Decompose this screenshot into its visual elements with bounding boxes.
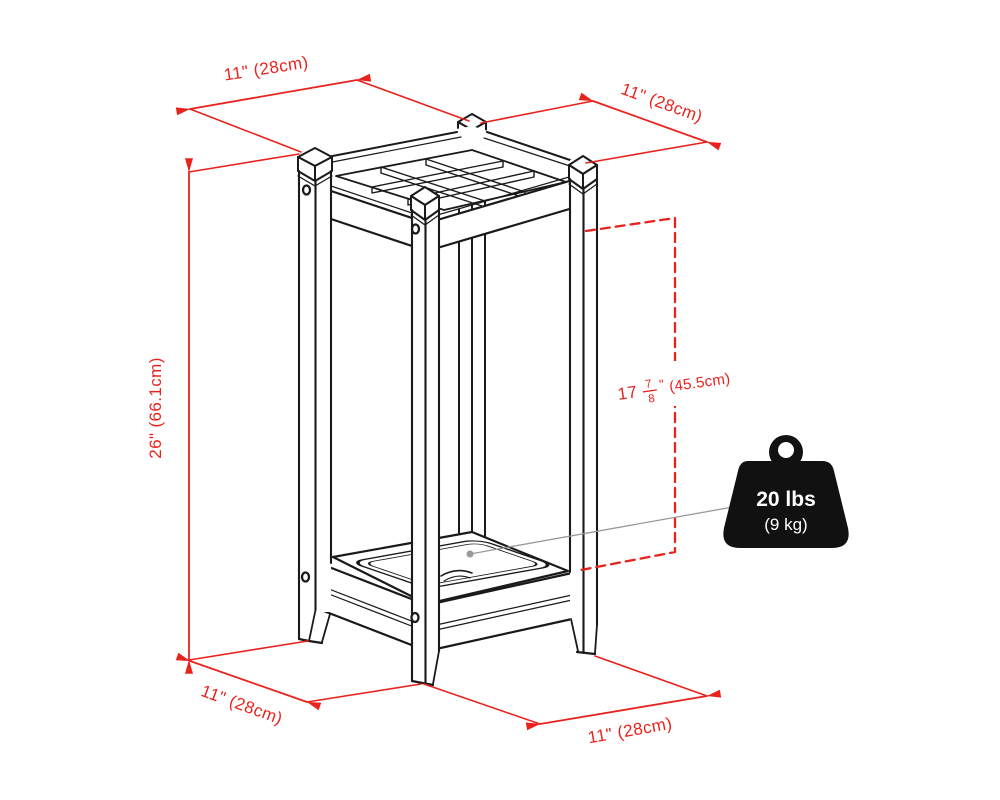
dimension-bottom-left-width: [175, 652, 422, 711]
label-bottom-left-width: 11" (28cm): [199, 681, 286, 728]
weight-ring-hole: [778, 442, 794, 458]
inner-height-denominator: 8: [648, 393, 656, 406]
weight-body: [723, 461, 849, 548]
grid-divider: [425, 158, 526, 199]
screw-hole: [410, 611, 420, 624]
front-leg: [432, 650, 440, 685]
right-post: [568, 155, 599, 656]
umbrella-stand-drawing: [297, 113, 599, 687]
dimension-top-right-depth: [480, 92, 722, 164]
label-backplate: [618, 361, 732, 406]
dimension-bottom-right-depth: [423, 655, 722, 731]
dimension-inner-height: [579, 216, 732, 572]
inner-height-whole: 17: [616, 382, 638, 404]
screw-hole: [410, 223, 421, 235]
inner-height-numerator: 7: [645, 378, 653, 391]
label-top-left-width: 11" (28cm): [223, 53, 310, 85]
grid-divider: [407, 170, 535, 206]
right-leg: [570, 618, 598, 654]
grid-divider: [371, 160, 504, 194]
front-post: [410, 186, 441, 687]
left-post: [297, 147, 333, 645]
grid-divider: [380, 166, 486, 208]
left-leg: [308, 609, 331, 643]
leader-line: [469, 499, 773, 555]
weight-value-label: 20 lbs: [756, 488, 816, 511]
weight-icon: 20 lbs (9 kg): [723, 435, 849, 548]
weight-capacity-callout: 20 lbs (9 kg): [466, 435, 849, 558]
bottom-tray: [314, 530, 574, 653]
screw-hole: [300, 571, 311, 583]
label-top-right-depth: 11" (28cm): [619, 79, 706, 126]
label-height: 26" (66.1cm): [146, 357, 165, 459]
label-bottom-right-depth: 11" (28cm): [586, 714, 673, 748]
dimension-height: [185, 153, 309, 674]
weight-metric-label: (9 kg): [764, 515, 807, 534]
screw-hole: [301, 184, 312, 196]
dimension-top-left-width: [175, 73, 470, 153]
leader-dot: [466, 550, 474, 558]
top-frame-grid: [314, 126, 585, 253]
inner-height-unit: ": [658, 376, 665, 392]
fraction-bar: [642, 389, 658, 393]
